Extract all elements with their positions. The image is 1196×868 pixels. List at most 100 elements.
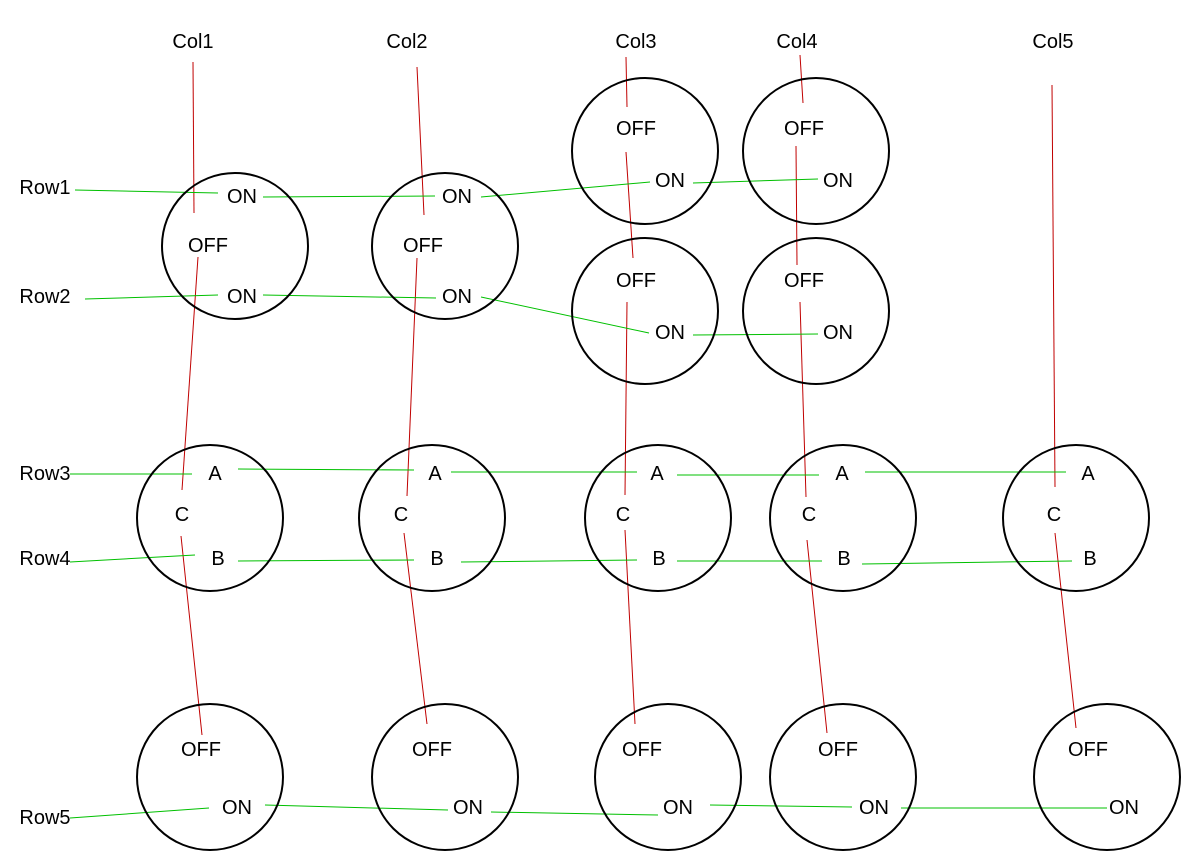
switch-col1-row3-row4-circle	[136, 444, 284, 592]
switch-col3-row5-circle	[594, 703, 742, 851]
col5-wire-segment	[1051, 84, 1056, 488]
row1-wire-segment	[74, 189, 219, 194]
row1-wire-segment	[262, 195, 436, 198]
row-label-5: Row5	[19, 807, 70, 829]
switch-col1-row1-row2-circle	[161, 172, 309, 320]
switch-col4-row3-row4-label-3: B	[837, 548, 850, 570]
switch-col2-row5-label-1: OFF	[412, 739, 452, 761]
switch-col3-row3-row4-label-2: C	[616, 504, 630, 526]
row4-wire-segment	[861, 560, 1073, 565]
row-label-1: Row1	[19, 177, 70, 199]
row5-wire-segment	[709, 804, 853, 808]
switch-col2-row3-row4-label-3: B	[430, 548, 443, 570]
switch-col1-row1-row2-label-1: ON	[227, 186, 257, 208]
row2-wire-segment	[262, 294, 437, 299]
col1-wire-segment	[192, 61, 195, 214]
row3-wire-segment	[237, 468, 415, 471]
switch-col4-row1-label-2: ON	[823, 170, 853, 192]
switch-col2-row1-row2-circle	[371, 172, 519, 320]
switch-col3-row1-label-1: OFF	[616, 118, 656, 140]
column-label-2: Col2	[386, 31, 427, 53]
row4-wire-segment	[237, 559, 415, 562]
switch-col3-row3-row4-label-1: A	[650, 463, 664, 485]
col2-wire-segment	[406, 257, 418, 497]
switch-col3-row1-circle	[571, 77, 719, 225]
switch-col3-row2-label-1: OFF	[616, 270, 656, 292]
col4-wire-segment	[795, 145, 798, 266]
switch-col4-row5-label-1: OFF	[818, 739, 858, 761]
switch-col4-row3-row4-label-1: A	[835, 463, 849, 485]
column-label-5: Col5	[1032, 31, 1073, 53]
switch-col5-row5-circle	[1033, 703, 1181, 851]
row-label-2: Row2	[19, 286, 70, 308]
switch-col3-row2-circle	[571, 237, 719, 385]
switch-col1-row1-row2-label-2: OFF	[188, 235, 228, 257]
col2-wire-segment	[403, 532, 428, 725]
row1-wire-segment	[480, 181, 651, 198]
col4-wire-segment	[799, 301, 807, 498]
switch-col4-row3-row4-circle	[769, 444, 917, 592]
col3-wire-segment	[624, 301, 628, 496]
switch-col2-row1-row2-label-1: ON	[442, 186, 472, 208]
col5-wire-segment	[1054, 532, 1077, 729]
switch-col4-row5-label-2: ON	[859, 797, 889, 819]
switch-col4-row2-label-1: OFF	[784, 270, 824, 292]
switch-col1-row3-row4-label-2: C	[175, 504, 189, 526]
switch-col1-row5-circle	[136, 703, 284, 851]
switch-col4-row1-label-1: OFF	[784, 118, 824, 140]
switch-col3-row3-row4-label-3: B	[652, 548, 665, 570]
switch-col1-row3-row4-label-1: A	[208, 463, 222, 485]
row5-wire-segment	[264, 804, 449, 811]
col1-wire-segment	[181, 256, 199, 491]
col3-wire-segment	[625, 151, 634, 259]
row4-wire-segment	[460, 559, 638, 563]
labels: Col1 Col2 Col3 Col4 Col5Row1Row2Row3Row4Row5…	[19, 31, 1139, 829]
switch-col1-row5-label-1: OFF	[181, 739, 221, 761]
row2-wire-segment	[480, 296, 650, 334]
switch-col2-row3-row4-label-2: C	[394, 504, 408, 526]
row-label-3: Row3	[19, 463, 70, 485]
row2-wire-segment	[84, 294, 219, 300]
switch-col4-row2-circle	[742, 237, 890, 385]
switch-col2-row1-row2-label-3: ON	[442, 286, 472, 308]
row5-wire-segment	[69, 807, 210, 819]
row1-wire-segment	[692, 178, 819, 184]
column-label-1: Col1	[172, 31, 213, 53]
switch-col2-row5-circle	[371, 703, 519, 851]
switch-col5-row3-row4-circle	[1002, 444, 1150, 592]
switch-col2-row3-row4-circle	[358, 444, 506, 592]
row2-wire-segment	[692, 333, 819, 336]
switch-col5-row5-label-2: ON	[1109, 797, 1139, 819]
switch-col3-row5-label-1: OFF	[622, 739, 662, 761]
wires	[69, 54, 1107, 819]
col1-wire-segment	[180, 535, 203, 736]
switch-col3-row5-label-2: ON	[663, 797, 693, 819]
switch-col5-row3-row4-label-2: C	[1047, 504, 1061, 526]
switch-col5-row3-row4-label-1: A	[1081, 463, 1095, 485]
switch-circles	[136, 77, 1181, 851]
switch-col2-row5-label-2: ON	[453, 797, 483, 819]
row4-wire-segment	[69, 554, 196, 563]
switch-col3-row2-label-2: ON	[655, 322, 685, 344]
switch-col2-row1-row2-label-2: OFF	[403, 235, 443, 257]
switch-col3-row1-label-2: ON	[655, 170, 685, 192]
switch-col1-row5-label-2: ON	[222, 797, 252, 819]
col3-wire-segment	[625, 56, 628, 108]
column-label-4: Col4	[776, 31, 817, 53]
switch-col2-row3-row4-label-1: A	[428, 463, 442, 485]
switch-col4-row1-circle	[742, 77, 890, 225]
col3-wire-segment	[624, 529, 636, 725]
switch-col1-row1-row2-label-3: ON	[227, 286, 257, 308]
row-label-4: Row4	[19, 548, 70, 570]
col4-wire-segment	[806, 539, 828, 734]
row5-wire-segment	[490, 811, 659, 816]
switch-col1-row3-row4-label-3: B	[211, 548, 224, 570]
switch-col5-row5-label-1: OFF	[1068, 739, 1108, 761]
switch-col4-row5-circle	[769, 703, 917, 851]
switch-col3-row3-row4-circle	[584, 444, 732, 592]
col2-wire-segment	[416, 66, 425, 216]
switch-col4-row3-row4-label-2: C	[802, 504, 816, 526]
switch-col4-row2-label-2: ON	[823, 322, 853, 344]
column-label-3: Col3	[615, 31, 656, 53]
